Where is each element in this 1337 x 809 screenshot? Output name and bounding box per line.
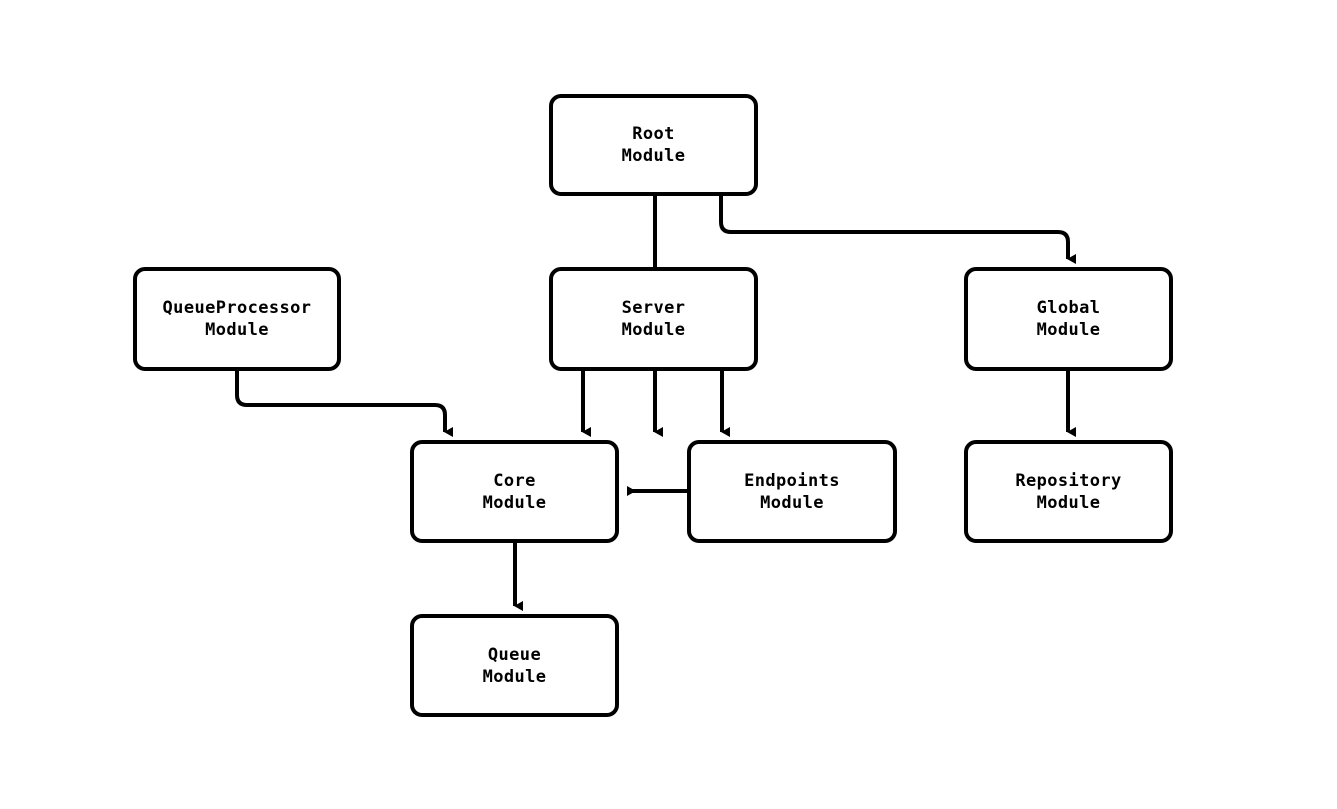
node-core-module-line2: Module <box>482 492 547 513</box>
edge-root-to-global <box>719 196 1076 264</box>
node-server-module-line1: Server <box>621 298 686 318</box>
node-endpoints-module[interactable]: Endpoints Module <box>687 440 897 543</box>
node-root-module-line1: Root <box>632 124 675 144</box>
node-repository-module[interactable]: Repository Module <box>964 440 1173 543</box>
node-endpoints-module-line1: Endpoints <box>744 470 840 491</box>
edge-queueprocessor-to-core <box>235 371 453 437</box>
node-repository-module-line2: Module <box>1036 492 1101 513</box>
node-queue-module[interactable]: Queue Module <box>410 614 619 717</box>
node-root-module-line2: Module <box>621 146 686 166</box>
node-core-module-line1: Core <box>493 470 536 491</box>
node-queueprocessor-module-line2: Module <box>205 320 269 340</box>
node-queue-module-line1: Queue <box>487 644 542 665</box>
node-global-module-line2: Module <box>1036 320 1101 340</box>
node-server-module-line2: Module <box>621 320 686 340</box>
node-queue-module-line2: Module <box>482 666 547 687</box>
node-global-module-line1: Global <box>1036 298 1101 318</box>
node-global-module[interactable]: Global Module <box>964 267 1173 371</box>
node-queueprocessor-module-line1: QueueProcessor <box>162 298 312 318</box>
node-queueprocessor-module[interactable]: QueueProcessor Module <box>133 267 341 371</box>
node-server-module[interactable]: Server Module <box>549 267 758 371</box>
node-endpoints-module-line2: Module <box>760 492 824 513</box>
node-core-module[interactable]: Core Module <box>410 440 619 543</box>
node-repository-module-line1: Repository <box>1015 470 1122 491</box>
node-root-module[interactable]: Root Module <box>549 94 758 196</box>
